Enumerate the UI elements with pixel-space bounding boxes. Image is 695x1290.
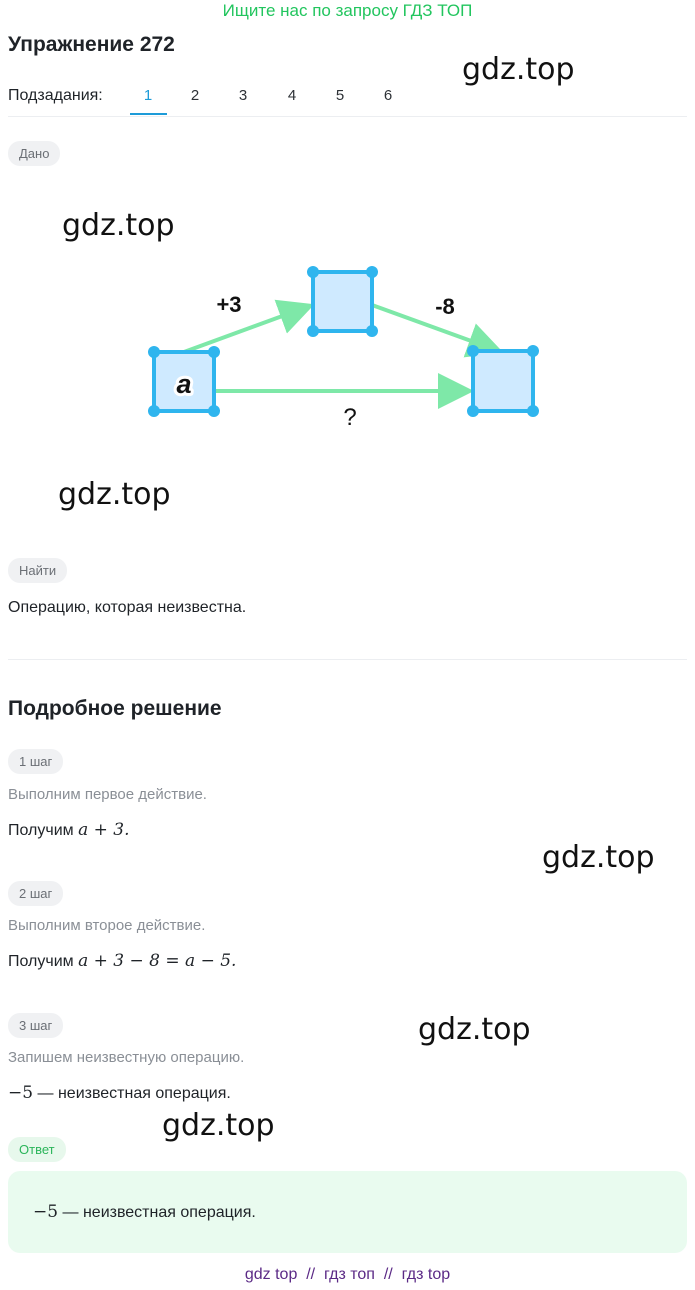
step-chip: 2 шаг	[8, 881, 64, 906]
solution-heading: Подробное решение	[8, 697, 222, 720]
footer-link-gdz-top-ru[interactable]: гдз топ	[324, 1266, 375, 1283]
step-chip: 1 шаг	[8, 749, 64, 774]
step-math: a + 3 − 8 = a − 5.	[78, 951, 237, 971]
square-start	[148, 346, 220, 417]
square-end	[467, 345, 539, 417]
step-3: 3 шаг	[8, 1013, 64, 1038]
start-label: a	[176, 369, 191, 399]
step-1: 1 шаг	[8, 749, 64, 774]
page-title: Упражнение 272	[8, 33, 175, 56]
answer-suffix: — неизвестная операция.	[58, 1204, 256, 1221]
active-tab-indicator	[130, 113, 167, 115]
find-chip: Найти	[8, 558, 68, 583]
footer-separator: //	[383, 1266, 393, 1283]
step-prefix: Получим	[8, 953, 74, 970]
step-math: −5	[8, 1083, 34, 1103]
tab-subtask-6[interactable]: 6	[383, 87, 393, 104]
step-result: Получим a + 3.	[8, 820, 130, 840]
square-middle	[307, 266, 378, 337]
watermark: gdz.top	[542, 840, 655, 875]
unknown-op-label: ?	[343, 404, 356, 431]
tab-subtask-2[interactable]: 2	[190, 87, 200, 104]
step-result: −5 — неизвестная операция.	[8, 1083, 231, 1103]
watermark: gdz.top	[62, 208, 175, 243]
tab-subtask-3[interactable]: 3	[238, 87, 248, 104]
footer-link-gdz-top-mixed[interactable]: гдз top	[401, 1266, 451, 1283]
answer-label: Ответ	[8, 1137, 66, 1162]
tab-subtask-1[interactable]: 1	[143, 87, 153, 104]
footer-link-gdz-top[interactable]: gdz top	[244, 1266, 298, 1283]
answer-text: −5 — неизвестная операция.	[33, 1202, 256, 1222]
given-section: Дано	[8, 141, 61, 166]
tab-subtask-4[interactable]: 4	[287, 87, 297, 104]
operation-diagram: a a +3 -8 ?	[148, 266, 539, 431]
op1-label: +3	[216, 292, 241, 317]
step-note: Запишем неизвестную операцию.	[8, 1049, 245, 1066]
given-chip: Дано	[8, 141, 61, 166]
subtasks-label: Подзадания:	[8, 87, 103, 104]
step-chip: 3 шаг	[8, 1013, 64, 1038]
arrow-plus-3	[183, 299, 315, 354]
tab-subtask-5[interactable]: 5	[335, 87, 345, 104]
step-result: Получим a + 3 − 8 = a − 5.	[8, 951, 236, 971]
start-label-halo: a	[176, 369, 191, 399]
watermark: gdz.top	[462, 52, 575, 87]
promo-banner: Ищите нас по запросу ГДЗ ТОП	[222, 1, 473, 20]
step-note: Выполним первое действие.	[8, 786, 207, 803]
op2-label: -8	[435, 294, 455, 319]
step-math: a + 3.	[78, 820, 130, 840]
find-text: Операцию, которая неизвестна.	[8, 599, 247, 616]
step-prefix: Получим	[8, 822, 74, 839]
step-note: Выполним второе действие.	[8, 917, 206, 934]
step-2: 2 шаг	[8, 881, 64, 906]
footer-separator: //	[306, 1266, 316, 1283]
answer-math: −5	[33, 1202, 59, 1222]
watermark: gdz.top	[58, 477, 171, 512]
watermark: gdz.top	[418, 1012, 531, 1047]
footer-links: gdz top // гдз топ // гдз top	[0, 1266, 695, 1284]
divider	[8, 659, 687, 660]
watermark: gdz.top	[162, 1108, 275, 1143]
divider	[8, 116, 687, 117]
answer-chip: Ответ	[8, 1137, 66, 1162]
find-section: Найти	[8, 558, 68, 583]
arrow-minus-8	[371, 303, 504, 358]
answer-box	[8, 1171, 687, 1253]
step-suffix: — неизвестная операция.	[33, 1085, 231, 1102]
